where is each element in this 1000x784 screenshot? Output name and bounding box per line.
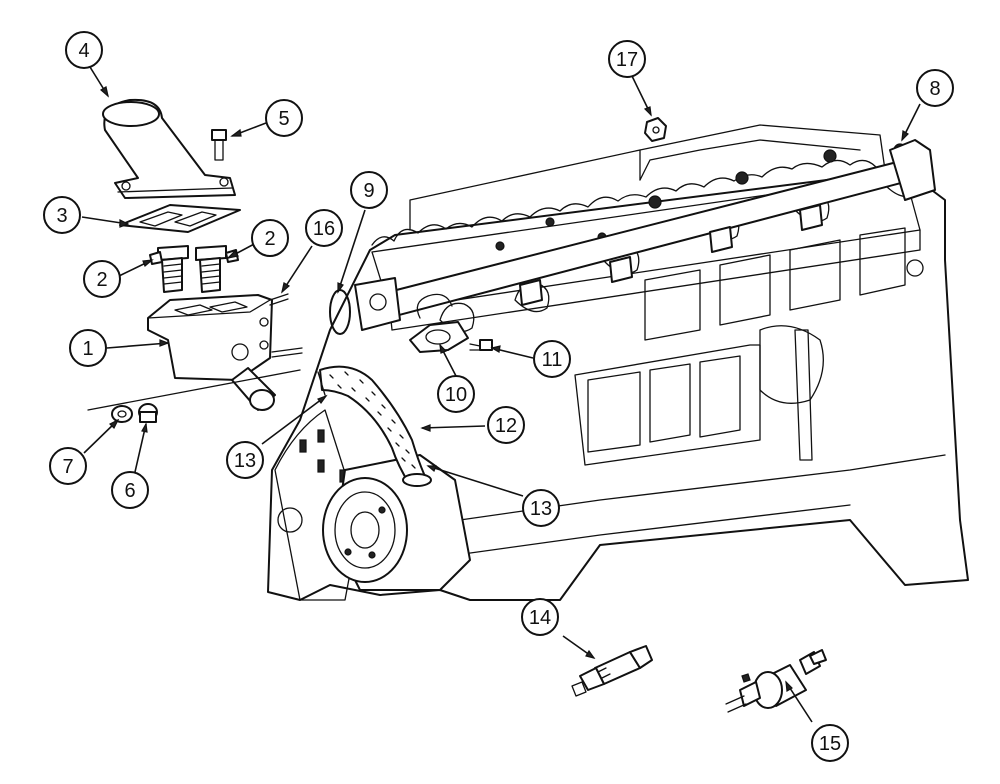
bolt-11 bbox=[469, 339, 493, 351]
thermostat-outlet-elbow bbox=[102, 98, 236, 199]
bolt-5 bbox=[211, 129, 227, 161]
callout-11: 11 bbox=[533, 340, 571, 378]
callout-label: 13 bbox=[234, 450, 256, 472]
gasket-3 bbox=[119, 204, 241, 233]
callout-13b: 13 bbox=[522, 489, 560, 527]
callout-4: 4 bbox=[65, 31, 103, 69]
callout-label: 9 bbox=[363, 180, 374, 202]
callout-14: 14 bbox=[521, 598, 559, 636]
water-pump bbox=[322, 454, 471, 591]
callout-3: 3 bbox=[43, 196, 81, 234]
callout-10: 10 bbox=[437, 375, 475, 413]
water-manifold bbox=[354, 139, 936, 331]
hose-12 bbox=[317, 365, 432, 487]
callout-label: 15 bbox=[819, 733, 841, 755]
callout-label: 2 bbox=[264, 228, 275, 250]
callout-13a: 13 bbox=[226, 441, 264, 479]
callout-label: 1 bbox=[82, 338, 93, 360]
callout-label: 12 bbox=[495, 415, 517, 437]
callout-12: 12 bbox=[487, 406, 525, 444]
thermostat-pair bbox=[149, 245, 239, 293]
callout-7: 7 bbox=[49, 447, 87, 485]
callout-label: 2 bbox=[96, 269, 107, 291]
plug-6 bbox=[138, 403, 158, 423]
leader-lines bbox=[81, 66, 921, 723]
callout-5: 5 bbox=[265, 99, 303, 137]
temperature-sender-14 bbox=[571, 645, 653, 697]
callout-15: 15 bbox=[811, 724, 849, 762]
callout-9: 9 bbox=[350, 171, 388, 209]
callout-label: 4 bbox=[78, 40, 89, 62]
callout-label: 11 bbox=[542, 349, 563, 371]
callout-label: 6 bbox=[124, 480, 135, 502]
callout-1: 1 bbox=[69, 329, 107, 367]
callout-6: 6 bbox=[111, 471, 149, 509]
callout-17: 17 bbox=[608, 40, 646, 78]
callout-label: 17 bbox=[616, 49, 638, 71]
callout-2b: 2 bbox=[251, 219, 289, 257]
callout-8: 8 bbox=[916, 69, 954, 107]
callout-label: 14 bbox=[529, 607, 551, 629]
callout-16: 16 bbox=[305, 209, 343, 247]
nut-17 bbox=[644, 117, 667, 142]
thermostat-housing bbox=[147, 293, 303, 411]
callout-label: 13 bbox=[530, 498, 552, 520]
callout-label: 7 bbox=[62, 456, 73, 478]
temperature-switch-15 bbox=[725, 649, 827, 713]
callout-label: 16 bbox=[313, 218, 335, 240]
callout-label: 5 bbox=[278, 108, 289, 130]
washer-7 bbox=[111, 405, 133, 423]
elbow-connector-10 bbox=[409, 293, 469, 353]
callout-label: 8 bbox=[929, 78, 940, 100]
callout-label: 10 bbox=[445, 384, 467, 406]
callout-2a: 2 bbox=[83, 260, 121, 298]
callout-label: 3 bbox=[56, 205, 67, 227]
